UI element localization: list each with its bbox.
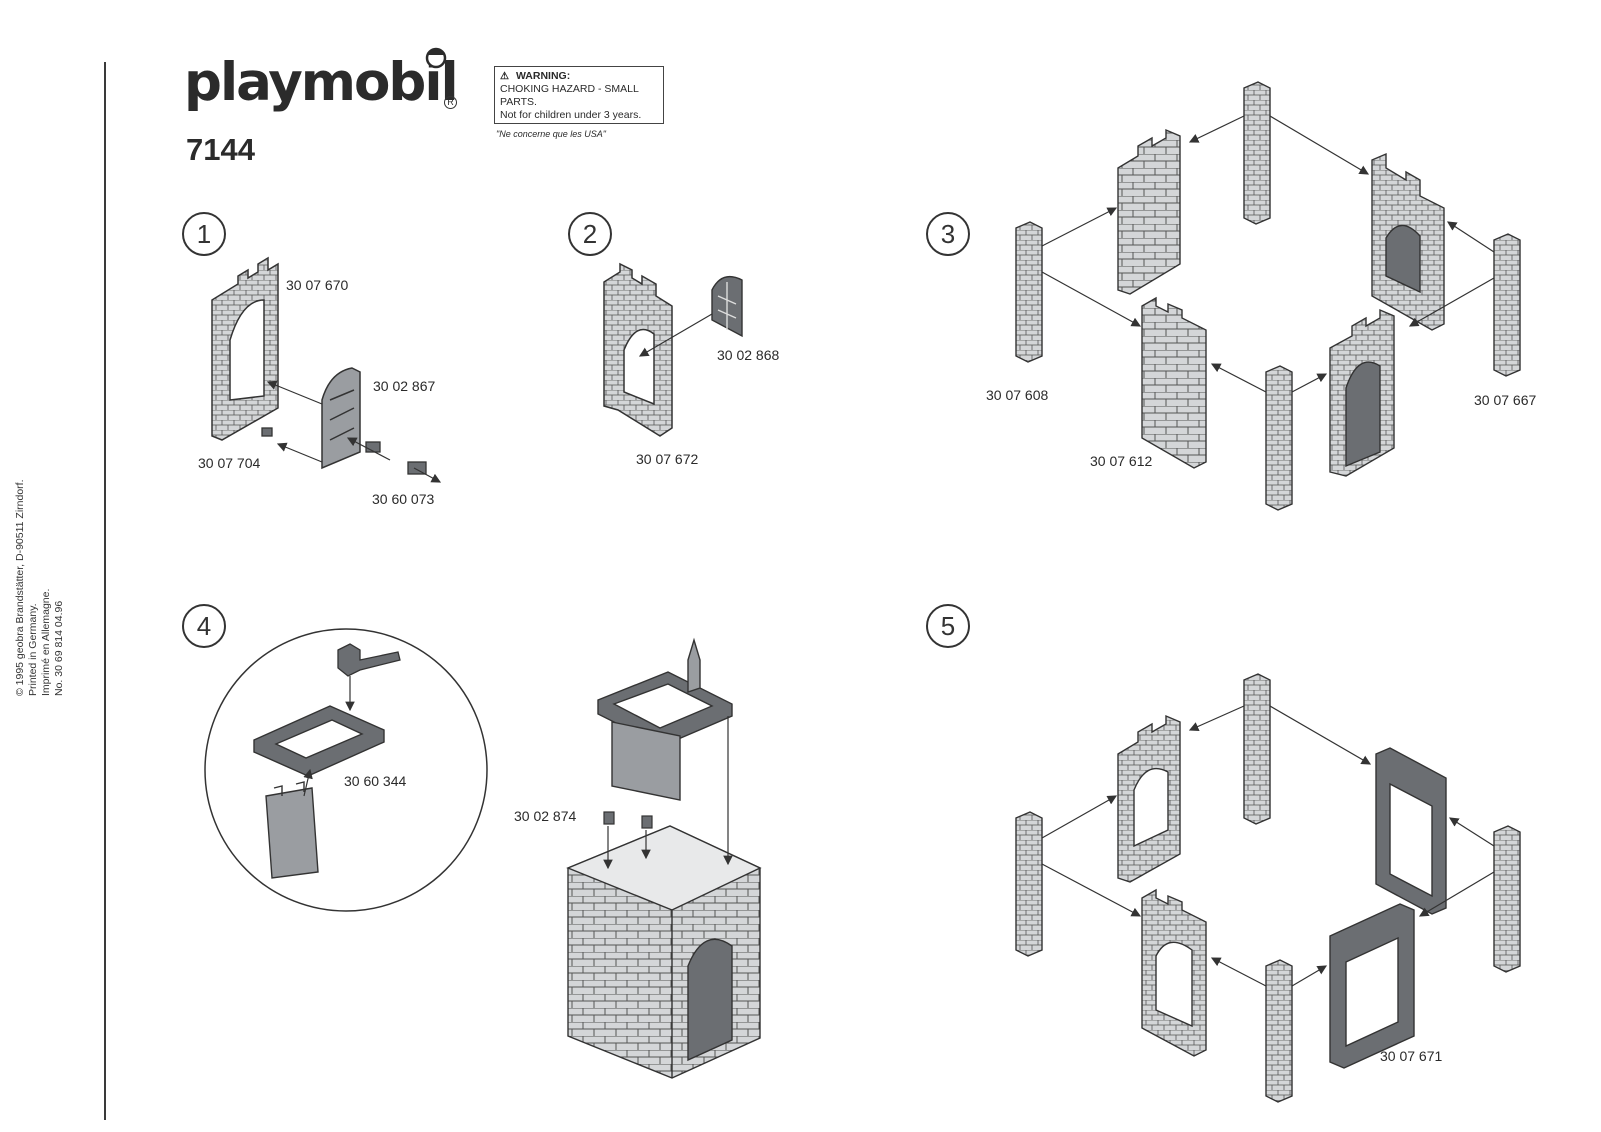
part-label-3002867: 30 02 867 [373, 378, 436, 394]
step-3-pillar-back [1243, 81, 1271, 225]
page-divider-line [104, 62, 106, 1120]
step-4-hatch-lid [265, 781, 319, 879]
step-5-wall-back-left [1117, 714, 1181, 883]
step-2-badge: 2 [568, 212, 612, 256]
step-2-arrow [638, 313, 713, 357]
warning-title: WARNING: [515, 70, 571, 82]
step-1-wall-arched [211, 256, 279, 441]
model-number: 7144 [186, 132, 255, 167]
step-4-tower-assembled [566, 825, 762, 1079]
part-label-3007704: 30 07 704 [198, 455, 261, 471]
part-label-3007612: 30 07 612 [1090, 453, 1153, 469]
step-3-arrows [1041, 115, 1495, 393]
part-label-3007670: 30 07 670 [286, 277, 349, 293]
part-label-3002874: 30 02 874 [514, 808, 577, 824]
step-5-frame-back-right [1375, 747, 1447, 915]
step-3-pillar-right [1493, 233, 1521, 377]
step-1-door-part [321, 367, 361, 470]
step-4-arrows [603, 716, 733, 870]
step-3-badge: 3 [926, 212, 970, 256]
step-2-wall-window [603, 262, 673, 437]
step-4-detail-circle [204, 628, 488, 912]
step-3-pillar-left [1015, 221, 1043, 363]
step-5-badge: 5 [926, 604, 970, 648]
part-label-3007671: 30 07 671 [1380, 1048, 1443, 1064]
part-label-3060344: 30 60 344 [344, 773, 407, 789]
step-5-pillar-right [1493, 825, 1521, 973]
step-1-badge: 1 [182, 212, 226, 256]
step-3-pillar-front [1265, 365, 1293, 511]
warning-line-2: Not for children under 3 years. [500, 109, 642, 121]
step-5-pillar-front [1265, 959, 1293, 1103]
step-3-wall-back-right [1371, 152, 1445, 331]
step-4-lever-part [337, 643, 401, 677]
step-4-detail-arrows [303, 676, 355, 797]
step-1-arrows [266, 380, 442, 483]
part-label-3060073: 30 60 073 [372, 491, 435, 507]
warning-box: ⚠WARNING: CHOKING HAZARD - SMALL PARTS. … [494, 66, 664, 124]
step-1-hinge-pins [261, 427, 427, 475]
step-4-small-clips [603, 811, 653, 829]
brand-logo: playmobil [184, 52, 459, 113]
step-3-wall-front-left [1141, 296, 1207, 469]
warning-triangle-icon: ⚠ [500, 71, 509, 82]
warning-line-1: CHOKING HAZARD - SMALL PARTS. [500, 83, 639, 108]
registered-mark: R [444, 96, 457, 109]
step-3-wall-front-right-door [1329, 308, 1395, 477]
step-4-badge: 4 [182, 604, 226, 648]
step-5-pillar-left [1015, 811, 1043, 957]
part-label-3007672: 30 07 672 [636, 451, 699, 467]
step-3-wall-back-left [1117, 128, 1181, 295]
step-5-arrows [1041, 705, 1495, 987]
step-4-hatch-frame [253, 705, 385, 777]
step-5-frame-front-right [1329, 903, 1415, 1069]
step-5-wall-front-left [1141, 888, 1207, 1057]
step-4-roof-hatch [597, 637, 733, 801]
step-5-pillar-back [1243, 673, 1271, 825]
part-label-3007667: 30 07 667 [1474, 392, 1537, 408]
part-label-3007608: 30 07 608 [986, 387, 1049, 403]
warning-usa-note: "Ne concerne que les USA" [496, 129, 606, 139]
part-label-3002868: 30 02 868 [717, 347, 780, 363]
step-2-window-grille [711, 276, 743, 338]
